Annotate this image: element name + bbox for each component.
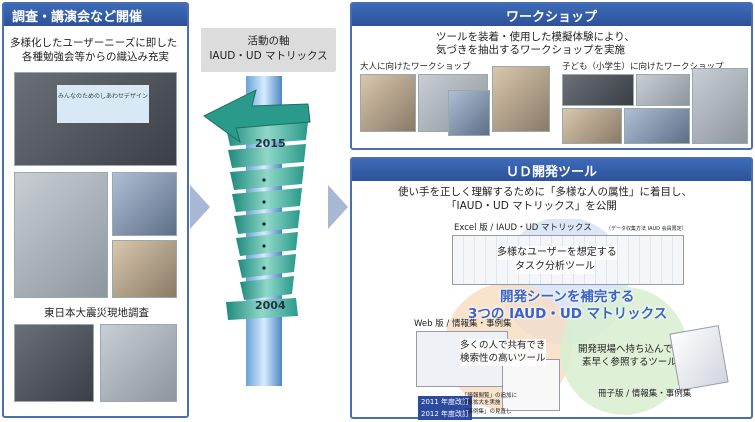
axis-band <box>236 232 298 256</box>
survey-panel: 調査・講演会など開催 多様化したユーザーニーズに即した 各種勉強会等からの織込み… <box>2 2 189 418</box>
axis-band <box>228 144 306 168</box>
book-desc-line1: 開発現場へ持ち込んで <box>578 344 673 355</box>
axis-band <box>226 122 308 146</box>
axis-band <box>230 166 304 190</box>
axis-band <box>238 254 296 278</box>
workshop-panel: ワークショップ ツールを装着・使用した模擬体験により、 気づきを抽出するワークシ… <box>350 2 753 150</box>
axis-band <box>240 276 294 300</box>
web-desc-line2: 検索性の高いツール <box>460 352 546 366</box>
booklet-photo <box>669 325 729 391</box>
book-desc-line2: 素早く参照するツール <box>582 357 677 368</box>
ud-tools-panel-title: ＵＤ開発ツール <box>352 159 751 181</box>
book-version-label: 冊子版 / 情報集・事例集 <box>598 389 692 399</box>
lecture-slide: みんなのためのしあわせデザイン <box>57 85 149 123</box>
excel-version-label: Excel 版 / IAUD・UD マトリックス <box>454 223 592 233</box>
axis-arrow-head-icon <box>203 89 311 144</box>
revision-2011-note2: 対象拡大を実施 <box>462 400 501 406</box>
child-workshop-photo-4 <box>624 108 690 144</box>
quake-photo-1 <box>14 324 94 402</box>
web-desc-line1: 多くの人で共有でき <box>460 339 546 353</box>
child-workshop-photo-1 <box>562 74 634 106</box>
excel-desc-line2: タスク分析ツール <box>515 260 595 274</box>
year-2004-label: 2004 <box>255 299 286 312</box>
axis-dot <box>262 222 266 226</box>
survey-desc-line2: 各種勉強会等からの織込み充実 <box>22 51 169 63</box>
child-workshop-photo-2 <box>636 74 690 106</box>
axis-band <box>232 188 302 212</box>
workshop-panel-title: ワークショップ <box>352 4 751 26</box>
year-2015-label: 2015 <box>255 137 286 150</box>
adult-workshop-photo-1 <box>360 74 416 132</box>
quake-photo-2 <box>100 324 177 402</box>
child-workshop-caption: 子ども（小学生）に向けたワークショップ <box>562 62 724 72</box>
axis-band <box>226 298 298 320</box>
lecture-photo: みんなのためのしあわせデザイン <box>14 72 177 166</box>
wheelchair-photo-1 <box>14 172 108 298</box>
axis-label-box: 活動の軸 IAUD・UD マトリックス <box>201 28 336 72</box>
quake-caption: 東日本大震災現地調査 <box>44 307 149 319</box>
survey-panel-title: 調査・講演会など開催 <box>4 4 187 26</box>
axis-dot <box>262 178 266 182</box>
revision-2012-tag: 2012 年度改訂 <box>418 408 473 420</box>
adult-workshop-caption: 大人に向けたワークショップ <box>360 62 471 72</box>
workshop-desc-line1: ツールを装着・使用した模擬体験により、 <box>436 31 635 43</box>
arrow-right-icon <box>190 185 210 229</box>
wheelchair-photo-2 <box>112 172 177 236</box>
axis-dot <box>262 200 266 204</box>
lecture-slide-text: みんなのためのしあわせデザイン <box>57 93 148 100</box>
workshop-desc-line2: 気づきを抽出するワークショップを実施 <box>436 44 625 56</box>
ud-tools-desc-line1: 使い手を正しく理解するために「多様な人の属性」に着目し、 <box>398 186 692 198</box>
excel-matrix-screenshot: 多様なユーザーを想定する タスク分析ツール <box>452 235 684 285</box>
excel-version-note: （データ収集方法 IAUD 会員限定） <box>606 226 687 232</box>
child-workshop-photo-3 <box>562 108 622 144</box>
axis-label-line1: 活動の軸 <box>247 35 290 47</box>
axis-dot <box>262 244 266 248</box>
revision-2011-tag: 2011 年度改訂 <box>418 396 473 408</box>
axis-label-line2: IAUD・UD マトリックス <box>209 50 328 62</box>
adult-workshop-photo-4 <box>492 66 550 132</box>
ud-tools-panel: ＵＤ開発ツール 使い手を正しく理解するために「多様な人の属性」に着目し、 「IA… <box>350 157 753 420</box>
excel-desc-line1: 多様なユーザーを想定する <box>497 246 617 260</box>
venn-circle-book <box>560 287 688 415</box>
axis-bands <box>226 122 308 320</box>
adult-workshop-photo-3 <box>448 90 490 136</box>
axis-band <box>234 210 300 234</box>
hands-photo <box>112 240 177 298</box>
child-workshop-photo-5 <box>692 68 748 144</box>
survey-desc-line1: 多様化したユーザーニーズに即した <box>10 37 178 49</box>
revision-2011-note: 「情報閲覧」の追加に <box>462 393 518 399</box>
web-version-label: Web 版 / 情報集・事例集 <box>414 319 512 329</box>
ud-tools-desc-line2: 「IAUD・UD マトリックス」を公開 <box>446 200 617 212</box>
web-search-screenshot <box>502 359 560 411</box>
matrix-title-line1: 開発シーンを補完する <box>500 289 635 305</box>
arrow-right-icon <box>328 185 348 229</box>
revision-2012-note: 「事例集」の見直し <box>462 409 512 415</box>
matrix-title-line2: 3つの IAUD・UD マトリックス <box>468 306 668 322</box>
iaud-axis-spiral <box>203 76 311 386</box>
axis-dot <box>262 266 266 270</box>
